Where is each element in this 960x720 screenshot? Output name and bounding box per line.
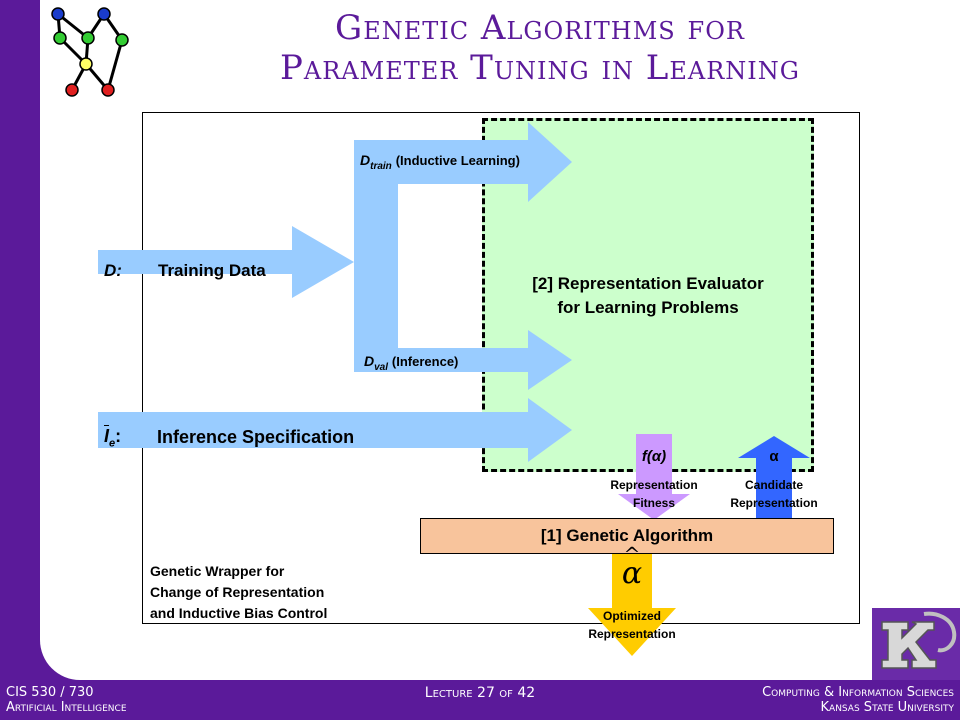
corner-curve: [40, 600, 120, 680]
dtrain-symbol: D: [360, 152, 371, 168]
training-data-label: Training Data: [158, 261, 266, 280]
footer-dept-line2: Kansas State University: [820, 700, 954, 715]
dtrain-subscript: train: [370, 160, 392, 172]
training-data-arrow: [98, 226, 354, 298]
slide-title-line1: Genetic Algorithms for: [335, 8, 745, 48]
inference-subscript: e: [109, 437, 116, 450]
left-band: [0, 0, 40, 680]
fitness-arrow: [618, 434, 690, 520]
wrapper-label-line3: and Inductive Bias Control: [150, 605, 328, 621]
kstate-logo-icon: [872, 608, 960, 680]
optimized-symbol-group: ^ α: [621, 542, 643, 591]
slide-title-line2: Parameter Tuning in Learning: [280, 48, 800, 88]
optimized-arrow: [588, 554, 676, 656]
dval-label-group: Dval (Inference): [364, 353, 458, 373]
fitness-label-line1: Representation: [610, 478, 698, 492]
dval-subscript: val: [374, 361, 389, 373]
dtrain-label: (Inductive Learning): [395, 153, 520, 168]
inference-label: Inference Specification: [157, 427, 355, 447]
inference-arrow: [98, 398, 572, 462]
wrapper-label-line2: Change of Representation: [150, 584, 325, 600]
optimized-symbol: α: [621, 556, 643, 591]
candidate-symbol: α: [769, 448, 779, 465]
fitness-symbol: f(α): [641, 448, 667, 465]
dtrain-arrow: [398, 122, 572, 202]
footer-course-line1: CIS 530 / 730: [6, 685, 94, 700]
candidate-arrow: [738, 436, 810, 518]
dval-symbol: D: [364, 353, 375, 369]
inference-symbol: I: [104, 426, 110, 446]
network-logo-icon: [51, 7, 129, 97]
footer-dept-line1: Computing & Information Sciences: [762, 685, 954, 700]
evaluator-title-line2: for Learning Problems: [557, 298, 739, 317]
dtrain-label-group: Dtrain (Inductive Learning): [360, 152, 520, 172]
optimized-label-line2: Representation: [588, 627, 676, 641]
genetic-algorithm-box: [1] Genetic Algorithm: [420, 518, 834, 554]
candidate-label-line1: Candidate: [744, 478, 803, 492]
candidate-label-line2: Representation: [730, 496, 818, 510]
bottom-band: [0, 680, 960, 720]
split-trunk: [354, 140, 398, 372]
evaluator-title-line1: [2] Representation Evaluator: [532, 274, 764, 293]
inference-symbol-group: Ie:: [104, 426, 122, 450]
fitness-label-line2: Fitness: [632, 496, 675, 510]
optimized-label-line1: Optimized: [602, 609, 661, 623]
footer-lecture: Lecture 27 of 42: [424, 685, 536, 701]
dval-arrow: [398, 330, 572, 390]
footer-course-line2: Artificial Intelligence: [6, 700, 127, 715]
dval-label: (Inference): [391, 354, 459, 369]
training-data-symbol: D:: [104, 261, 122, 280]
wrapper-label-line1: Genetic Wrapper for: [150, 563, 285, 579]
